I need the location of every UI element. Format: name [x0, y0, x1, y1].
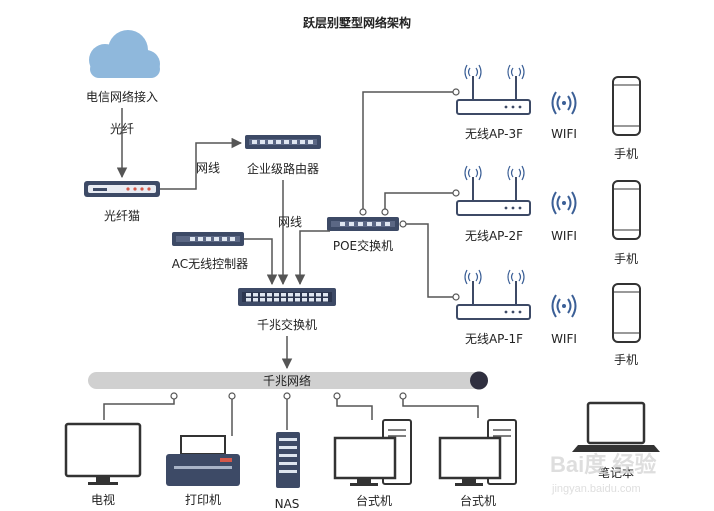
ac-controller-icon: [172, 232, 244, 246]
ap3-icon: [456, 64, 531, 115]
backbone-label: 千兆网络: [263, 373, 311, 388]
optical-modem-icon: [84, 181, 160, 197]
modem-router-link: [160, 137, 243, 190]
ac-controller-label: AC无线控制器: [172, 257, 248, 271]
poe-ap3-link: [362, 91, 456, 212]
desktop-label-1: 台式机: [356, 493, 392, 508]
gigabit-switch-icon: [238, 288, 336, 306]
nas-icon: [276, 432, 300, 488]
laptop-label: 笔记本: [598, 465, 634, 480]
watermark-text: Bai度 经验: [550, 452, 656, 477]
wifi-label-2f: WIFI: [551, 229, 577, 243]
ap1-label: 无线AP-1F: [465, 332, 523, 346]
wifi-signal-icon: [551, 91, 577, 115]
backbone-bar: [88, 372, 486, 389]
wifi-label-3f: WIFI: [551, 127, 577, 141]
poe-switch-link: [294, 230, 330, 286]
phone-icon: [612, 283, 641, 343]
cable-label-2: 网线: [278, 215, 302, 229]
phone-label-2f: 手机: [614, 252, 638, 266]
wifi-signal-icon: [551, 191, 577, 215]
wifi-signal-icon: [551, 294, 577, 318]
backbone-drops: [103, 396, 479, 436]
gigabit-switch-label: 千兆交换机: [257, 317, 317, 332]
watermark-url: jingyan.baidu.com: [551, 483, 641, 495]
poe-ap2-link: [384, 192, 456, 212]
ap2-icon: [456, 165, 531, 216]
desktop-label-2: 台式机: [460, 493, 496, 508]
backbone-end-cap: [470, 371, 488, 390]
tv-icon: [64, 422, 142, 485]
fiber-label: 光纤: [110, 122, 134, 136]
poe-switch-icon: [327, 217, 399, 231]
nas-label: NAS: [275, 497, 300, 511]
phone-label-1f: 手机: [614, 353, 638, 367]
tv-label: 电视: [91, 492, 115, 507]
phone-icon: [612, 180, 641, 240]
poe-switch-label: POE交换机: [333, 238, 393, 253]
cable-label-1: 网线: [196, 161, 220, 175]
wifi-label-1f: WIFI: [551, 332, 577, 346]
ap2-label: 无线AP-2F: [465, 229, 523, 243]
poe-ap1-link: [403, 223, 456, 298]
phone-label-3f: 手机: [614, 147, 638, 161]
ap1-icon: [456, 269, 531, 320]
cloud-icon: [89, 30, 160, 78]
diagram-title: 跃层别墅型网络架构: [303, 15, 411, 30]
ac-switch-link: [244, 238, 278, 286]
printer-icon: [166, 435, 240, 486]
router-icon: [245, 135, 321, 149]
printer-label: 打印机: [185, 493, 221, 507]
watermark-logo: Bai度 经验 jingyan.baidu.com: [550, 452, 656, 495]
ap3-label: 无线AP-3F: [465, 127, 523, 141]
phone-icon: [612, 76, 641, 136]
laptop-icon: [572, 401, 660, 452]
optical-modem-label: 光纤猫: [104, 209, 140, 223]
desktop-icon: [333, 419, 412, 486]
desktop-icon: [438, 419, 517, 486]
router-label: 企业级路由器: [247, 161, 319, 176]
telecom-label: 电信网络接入: [86, 89, 158, 104]
